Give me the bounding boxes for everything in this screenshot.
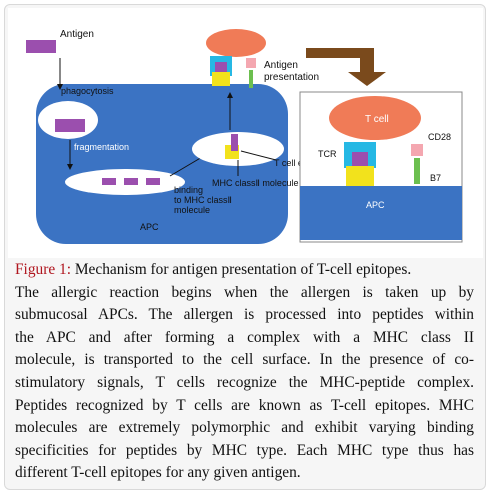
down-arrow xyxy=(348,48,386,86)
caption-line: different T-cell epitopes for any given … xyxy=(15,464,301,482)
phagocytosis-label: phagocytosis xyxy=(61,86,114,96)
caption-line: molecules are extremely polymorphic and … xyxy=(15,419,474,437)
inset-peptide xyxy=(352,152,368,168)
cd28-small xyxy=(246,58,256,68)
phagocytosis-arrowhead xyxy=(57,84,63,90)
inset-b7 xyxy=(414,158,420,184)
binding-label: binding xyxy=(174,185,203,195)
b7-small xyxy=(249,70,253,88)
fragmentation-label: fragmentation xyxy=(74,142,129,152)
figure-caption: Figure 1: Mechanism for antigen presenta… xyxy=(15,259,474,485)
caption-line: The allergic reaction begins when the al… xyxy=(15,283,474,301)
caption-line: stimulatory signals, T cells recognize t… xyxy=(15,373,474,391)
figure-label: Figure 1: xyxy=(15,261,72,278)
apc-cell-body xyxy=(36,84,288,244)
caption-line: submucosal APCs. The allergen is process… xyxy=(15,306,474,324)
transport-arrowhead xyxy=(227,92,233,98)
caption-line: specificities for peptides by MHC type. … xyxy=(15,441,474,459)
inset-cd28-label: CD28 xyxy=(428,132,451,142)
epitope-pointer xyxy=(240,150,277,161)
antigen-presentation-label: presentation xyxy=(264,72,319,83)
antigen-presentation-diagram: Antigen phagocytosis fragmentation bindi… xyxy=(26,29,463,244)
antigen-label: Antigen xyxy=(60,29,94,40)
fragmentation-arrowhead xyxy=(67,164,73,170)
inset-apc xyxy=(300,186,462,240)
inset-t-cell xyxy=(329,96,421,140)
peptide-small xyxy=(215,62,227,72)
antigen-block xyxy=(26,40,56,53)
inset-tcr-label: TCR xyxy=(318,149,337,159)
inset-mhc xyxy=(346,166,374,186)
caption-line: molecule, is transported to the cell sur… xyxy=(15,351,474,369)
binding-label: molecule xyxy=(174,205,210,215)
mhc-class-ii-label: MHC classⅡ molecule xyxy=(212,178,298,188)
inset-cd28 xyxy=(411,144,423,156)
figure-title: Mechanism for antigen presentation of T-… xyxy=(71,261,412,278)
caption-line: the APC and after forming a complex with… xyxy=(15,328,474,346)
t-cell-small xyxy=(206,29,266,57)
inset-apc-label: APC xyxy=(366,200,385,210)
caption-heading: Figure 1: Mechanism for antigen presenta… xyxy=(15,259,474,282)
caption-line: Peptides recognized by T cells are known… xyxy=(15,396,474,414)
mhc-small xyxy=(212,72,230,86)
peptide-fragment xyxy=(102,178,116,185)
internalized-antigen xyxy=(55,119,85,132)
bound-peptide xyxy=(231,134,238,151)
apc-label: APC xyxy=(140,222,159,232)
peptide-fragment xyxy=(146,178,160,185)
antigen-presentation-label: Antigen xyxy=(264,60,298,71)
inset-t-cell-label: T cell xyxy=(365,114,389,125)
binding-label: to MHC classⅡ xyxy=(174,195,232,205)
arrow-shaft xyxy=(306,48,374,58)
inset-b7-label: B7 xyxy=(430,173,441,183)
peptide-fragment xyxy=(124,178,138,185)
